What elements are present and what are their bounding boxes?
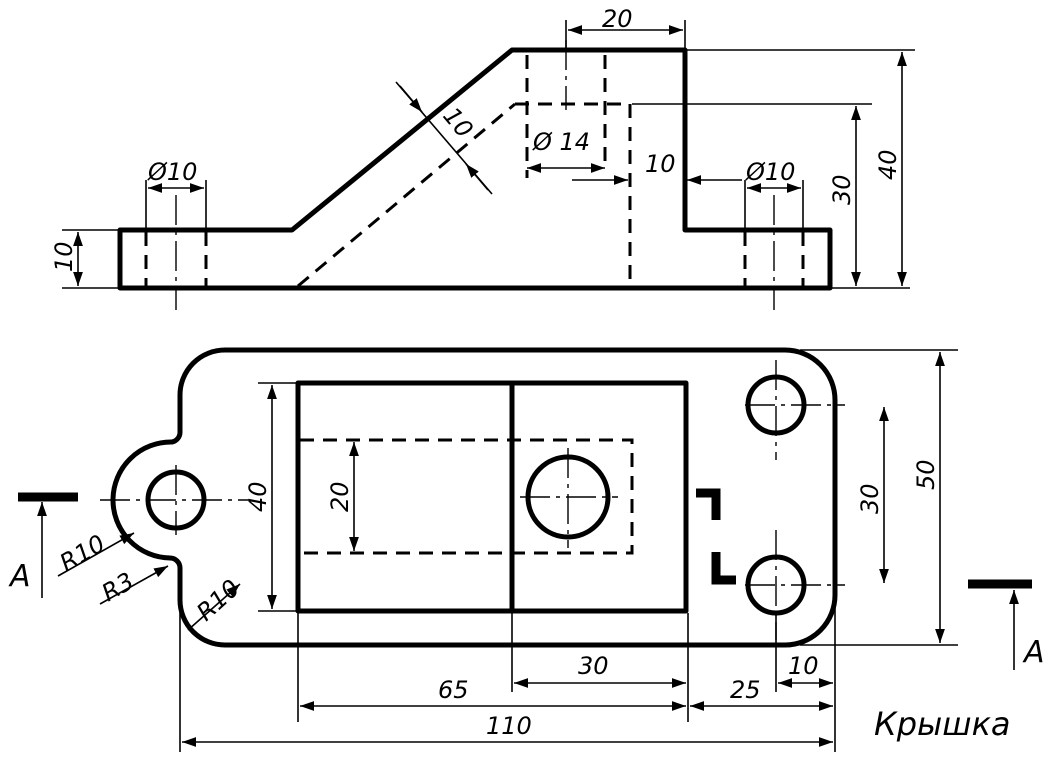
section-label-left: A	[8, 559, 31, 594]
cutting-plane-mark-top	[696, 488, 721, 520]
hidden-slot	[300, 438, 634, 555]
dim-len-110: 110	[486, 712, 532, 740]
dim-arrow-rib-a	[399, 85, 423, 113]
rib-hidden-diagonal	[297, 102, 516, 288]
leader-r3	[99, 565, 169, 605]
dim-right-hole-diameter: Ø10	[745, 158, 795, 186]
dim-plan-hole-spacing: 30	[856, 483, 884, 514]
dim-len-10: 10	[788, 652, 819, 680]
dim-left-hole-diameter: Ø10	[147, 158, 197, 186]
dim-plan-overall-width: 50	[912, 459, 940, 490]
dim-len-30: 30	[578, 652, 609, 680]
dim-radius-lug: R10	[55, 529, 110, 577]
leader-r10-corner	[187, 583, 241, 631]
boss-rectangle	[295, 380, 689, 614]
dim-plan-slot-height: 20	[326, 481, 354, 512]
plan-view-outline	[110, 347, 838, 648]
dim-arrow-rib-b	[465, 163, 489, 191]
dim-len-65: 65	[438, 676, 469, 704]
dim-radius-corner: R10	[191, 574, 245, 626]
leader-r10-lug	[57, 532, 135, 577]
section-label-right: A	[1022, 635, 1045, 670]
dim-height-30: 30	[828, 174, 856, 205]
drawing-caption: Крышка	[874, 705, 1011, 743]
dim-len-25: 25	[730, 676, 761, 704]
dim-wall-thickness: 10	[645, 150, 676, 178]
plan-view: A A R10 R3 R10 40 20 30 50	[8, 347, 1045, 752]
front-view-outline	[117, 47, 833, 291]
dim-base-thickness: 10	[50, 241, 78, 272]
cutting-plane-mark-bottom	[711, 552, 736, 585]
dim-radius-fillet: R3	[97, 567, 139, 607]
dim-bore-diameter: Ø 14	[532, 128, 590, 156]
dim-height-40: 40	[874, 149, 902, 180]
dim-top-width: 20	[602, 5, 633, 33]
dim-plan-inner-height: 40	[244, 481, 272, 512]
front-view: 20 10 Ø 14 10 Ø10 Ø10 10 30	[50, 5, 915, 310]
